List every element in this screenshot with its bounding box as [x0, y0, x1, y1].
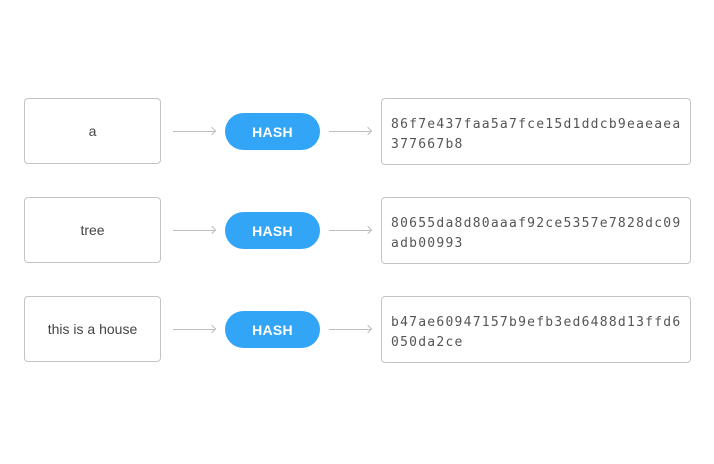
input-text-box: a [24, 98, 161, 164]
hash-output-box: b47ae60947157b9efb3ed6488d13ffd6050da2ce [381, 296, 691, 363]
arrow-to-output [329, 230, 371, 231]
arrow-to-hash [173, 329, 215, 330]
input-text-box: tree [24, 197, 161, 263]
arrow-to-hash [173, 230, 215, 231]
hash-output-box: 80655da8d80aaaf92ce5357e7828dc09adb00993 [381, 197, 691, 264]
hash-output-box: 86f7e437faa5a7fce15d1ddcb9eaeaea377667b8 [381, 98, 691, 165]
arrow-to-hash [173, 131, 215, 132]
hash-row: a HASH 86f7e437faa5a7fce15d1ddcb9eaeaea3… [0, 98, 714, 166]
hash-row: this is a house HASH b47ae60947157b9efb3… [0, 296, 714, 364]
input-text-box: this is a house [24, 296, 161, 362]
hash-function-pill: HASH [225, 311, 320, 348]
hash-function-pill: HASH [225, 212, 320, 249]
arrow-to-output [329, 131, 371, 132]
arrow-to-output [329, 329, 371, 330]
hash-row: tree HASH 80655da8d80aaaf92ce5357e7828dc… [0, 197, 714, 265]
hash-function-pill: HASH [225, 113, 320, 150]
